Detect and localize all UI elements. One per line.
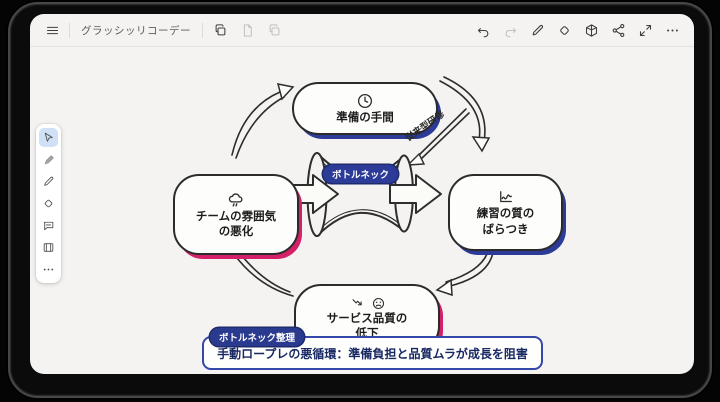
- redo-icon: [505, 27, 516, 37]
- node-preparation[interactable]: 準備の手間: [292, 82, 438, 135]
- share-button[interactable]: [608, 20, 628, 40]
- shapes-button[interactable]: [581, 20, 601, 40]
- eraser-tool-button[interactable]: [554, 20, 574, 40]
- hamburger-icon: [46, 26, 58, 34]
- pencil-tool-button[interactable]: [527, 20, 547, 40]
- toolbar-right-group: [473, 20, 682, 40]
- expand-icon: [639, 24, 651, 36]
- tool-more[interactable]: [39, 260, 58, 279]
- node-label: の悪化: [218, 226, 254, 238]
- bottleneck-badge[interactable]: ボトルネック: [323, 165, 399, 183]
- pencil-icon: [44, 176, 54, 186]
- tool-frame[interactable]: [39, 238, 58, 257]
- node-label: チームの雰囲気: [195, 210, 277, 223]
- expand-button[interactable]: [635, 20, 655, 40]
- tool-comment[interactable]: [39, 216, 58, 235]
- undo-button[interactable]: [473, 20, 493, 40]
- eraser-icon: [44, 199, 53, 208]
- copy-button[interactable]: [264, 20, 284, 40]
- comment-icon: [43, 221, 54, 231]
- ellipsis-icon: [43, 268, 54, 271]
- pencil-icon: [532, 24, 543, 35]
- more-button[interactable]: [662, 20, 682, 40]
- storm-cloud-icon: [228, 193, 243, 207]
- duplicate-button[interactable]: [210, 20, 230, 40]
- cube-icon: [585, 23, 597, 37]
- top-toolbar: グラッシッリコーデー: [30, 14, 694, 47]
- tool-select[interactable]: [39, 128, 58, 147]
- clock-icon: [357, 93, 373, 108]
- ellipsis-icon: [666, 29, 678, 31]
- node-icons: [349, 296, 386, 311]
- node-label: サービス品質の: [326, 312, 408, 325]
- summary-badge: ボトルネック整理: [210, 328, 305, 346]
- tool-pencil[interactable]: [39, 172, 58, 191]
- duplicate-icon: [215, 23, 225, 35]
- tablet-frame: グラッシッリコーデー: [8, 2, 712, 398]
- whiteboard-canvas[interactable]: 準備の手間 練習の質の ばらつき チームの雰囲気 の悪化: [30, 47, 694, 374]
- redo-button[interactable]: [500, 20, 520, 40]
- share-icon: [612, 23, 624, 37]
- toolbar-divider: [202, 22, 203, 38]
- node-label: 練習の質の: [476, 208, 535, 221]
- app-screen: グラッシッリコーデー: [30, 14, 694, 374]
- decline-arrow-icon: [351, 299, 362, 306]
- eraser-icon: [559, 25, 569, 35]
- tool-palette: [36, 124, 61, 283]
- toolbar-divider: [69, 22, 70, 38]
- sad-face-icon: [372, 297, 384, 310]
- summary-box[interactable]: ボトルネック整理 手動ロープレの悪循環：準備負担と品質ムラが成長を阻害: [202, 328, 543, 370]
- document-title: グラッシッリコーデー: [81, 24, 191, 37]
- marker-icon: [44, 155, 54, 165]
- summary-text: 手動ロープレの悪循環：準備負担と品質ムラが成長を阻害: [217, 346, 528, 361]
- node-label: ばらつき: [482, 223, 529, 236]
- page-button[interactable]: [237, 20, 257, 40]
- tool-eraser[interactable]: [39, 194, 58, 213]
- frame-icon: [43, 243, 54, 252]
- node-practice-quality[interactable]: 練習の質の ばらつき: [448, 174, 563, 251]
- page-icon: [243, 23, 252, 37]
- node-team-morale[interactable]: チームの雰囲気 の悪化: [173, 174, 299, 255]
- cursor-icon: [44, 132, 53, 142]
- undo-icon: [477, 27, 488, 37]
- copy-icon: [269, 23, 279, 35]
- node-label: 準備の手間: [336, 111, 394, 124]
- menu-button[interactable]: [42, 20, 62, 40]
- tool-marker[interactable]: [39, 150, 58, 169]
- line-chart-icon: [499, 191, 512, 203]
- toolbar-left-group: グラッシッリコーデー: [42, 20, 284, 40]
